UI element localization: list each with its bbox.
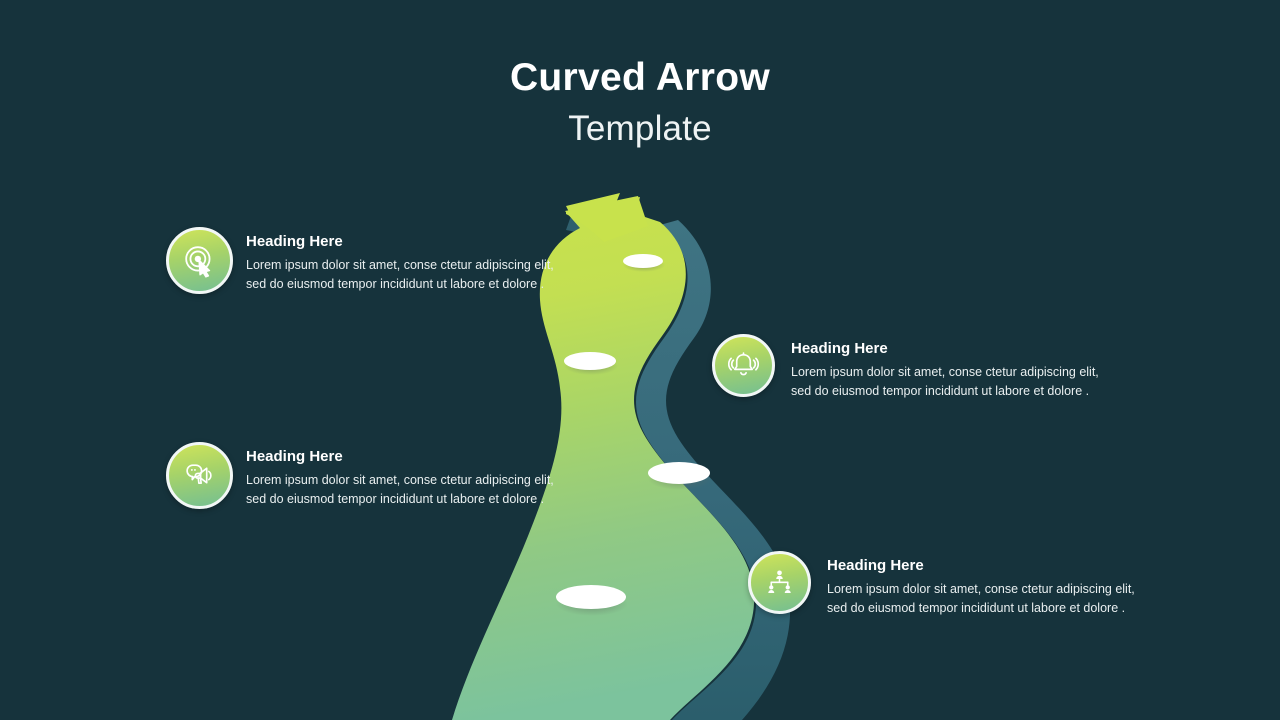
content-item-1[interactable]: Heading Here Lorem ipsum dolor sit amet,… bbox=[166, 227, 554, 295]
item-3-line1: Lorem ipsum dolor sit amet, conse ctetur… bbox=[246, 473, 554, 487]
road-marker-4 bbox=[556, 585, 628, 616]
megaphone-icon[interactable] bbox=[166, 442, 233, 509]
notification-bell-icon[interactable] bbox=[712, 334, 775, 397]
item-2-line2: sed do eiusmod tempor incididunt ut labo… bbox=[791, 384, 1090, 399]
item-2-heading: Heading Here bbox=[791, 340, 888, 357]
title-sub: Template bbox=[568, 109, 712, 148]
content-item-2[interactable]: Heading Here Lorem ipsum dolor sit amet,… bbox=[712, 334, 1099, 402]
content-item-4[interactable]: Heading Here Lorem ipsum dolor sit amet,… bbox=[748, 551, 1135, 619]
item-2-text: Heading Here Lorem ipsum dolor sit amet,… bbox=[791, 340, 1099, 402]
slide-title: Curved Arrow Template bbox=[0, 58, 1280, 146]
road-marker-1 bbox=[623, 254, 665, 272]
title-main: Curved Arrow bbox=[509, 56, 771, 99]
item-1-heading: Heading Here bbox=[246, 233, 343, 250]
content-item-3[interactable]: Heading Here Lorem ipsum dolor sit amet,… bbox=[166, 442, 554, 510]
item-1-text: Heading Here Lorem ipsum dolor sit amet,… bbox=[246, 233, 554, 295]
item-3-heading: Heading Here bbox=[246, 448, 343, 465]
road-marker-2 bbox=[564, 352, 618, 375]
item-4-line2: sed do eiusmod tempor incididunt ut labo… bbox=[827, 601, 1126, 616]
item-3-text: Heading Here Lorem ipsum dolor sit amet,… bbox=[246, 448, 554, 510]
arrow-head-wing bbox=[566, 193, 620, 214]
item-2-line1: Lorem ipsum dolor sit amet, conse ctetur… bbox=[791, 365, 1099, 379]
org-chart-icon[interactable] bbox=[748, 551, 811, 614]
item-4-line1: Lorem ipsum dolor sit amet, conse ctetur… bbox=[827, 582, 1135, 596]
item-1-line2: sed do eiusmod tempor incididunt ut labo… bbox=[246, 277, 545, 292]
click-target-icon[interactable] bbox=[166, 227, 233, 294]
road-body bbox=[452, 197, 755, 720]
item-1-line1: Lorem ipsum dolor sit amet, conse ctetur… bbox=[246, 258, 554, 272]
item-3-line2: sed do eiusmod tempor incididunt ut labo… bbox=[246, 492, 545, 507]
road-marker-3 bbox=[648, 462, 712, 490]
item-4-heading: Heading Here bbox=[827, 557, 924, 574]
item-4-text: Heading Here Lorem ipsum dolor sit amet,… bbox=[827, 557, 1135, 619]
